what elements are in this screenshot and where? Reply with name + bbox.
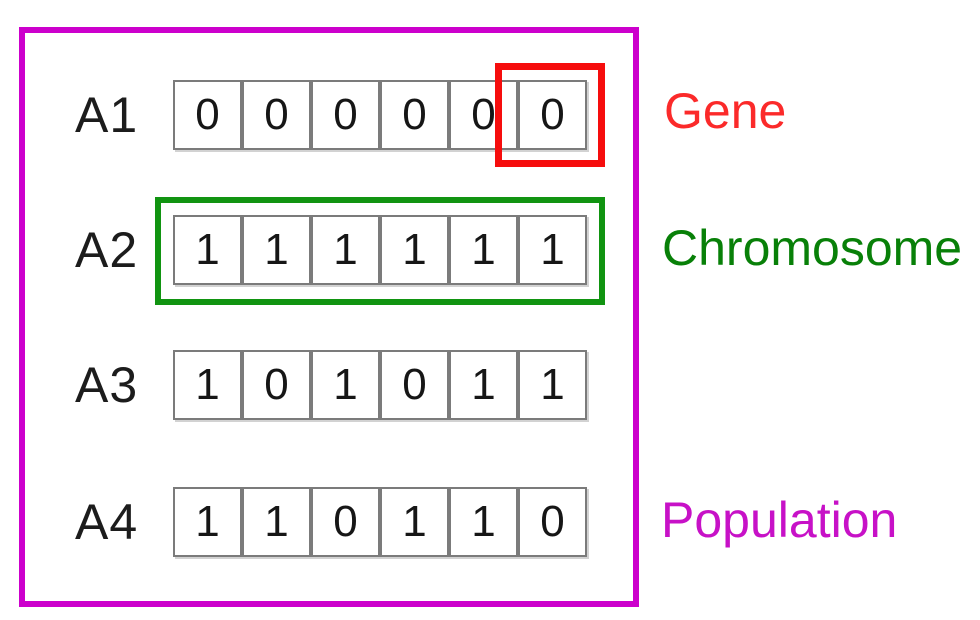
gene-cell-strip: 0 0 0 0 0 0 xyxy=(173,80,587,150)
gene-cell: 1 xyxy=(173,350,242,420)
gene-value: 1 xyxy=(195,360,220,409)
gene-value: 0 xyxy=(402,90,427,139)
gene-cell: 1 xyxy=(311,350,380,420)
gene-cell: 0 xyxy=(242,80,311,150)
gene-cell-strip: 1 1 1 1 1 1 xyxy=(173,215,587,285)
gene-value: 1 xyxy=(333,360,358,409)
gene-value: 1 xyxy=(333,225,358,274)
gene-cell: 1 xyxy=(173,487,242,557)
gene-cell: 1 xyxy=(449,215,518,285)
row-label-a3: A3 xyxy=(75,357,139,413)
gene-value: 1 xyxy=(540,360,565,409)
gene-cell: 0 xyxy=(311,80,380,150)
gene-value: 1 xyxy=(471,497,496,546)
gene-cell-strip: 1 1 0 1 1 0 xyxy=(173,487,587,557)
gene-cell: 0 xyxy=(380,80,449,150)
gene-cell: 0 xyxy=(173,80,242,150)
gene-cell: 1 xyxy=(380,487,449,557)
gene-value: 1 xyxy=(402,225,427,274)
gene-cell: 0 xyxy=(242,350,311,420)
row-label-a4: A4 xyxy=(75,494,139,550)
individual-row-a4: A4 1 1 0 1 1 0 xyxy=(75,487,587,557)
gene-cell: 1 xyxy=(449,350,518,420)
gene-value: 1 xyxy=(264,225,289,274)
gene-outline-box xyxy=(495,63,605,167)
individual-row-a1: A1 0 0 0 0 0 0 xyxy=(75,80,587,150)
gene-value: 1 xyxy=(195,225,220,274)
row-label-a2: A2 xyxy=(75,222,139,278)
gene-value: 1 xyxy=(264,497,289,546)
gene-cell: 1 xyxy=(518,350,587,420)
gene-cell: 1 xyxy=(380,215,449,285)
individual-row-a3: A3 1 0 1 0 1 1 xyxy=(75,350,587,420)
gene-cell: 1 xyxy=(173,215,242,285)
gene-cell: 0 xyxy=(380,350,449,420)
row-label-a1: A1 xyxy=(75,87,139,143)
individual-row-a2: A2 1 1 1 1 1 1 xyxy=(75,215,587,285)
gene-value: 0 xyxy=(402,360,427,409)
gene-value: 0 xyxy=(264,90,289,139)
gene-value: 0 xyxy=(333,90,358,139)
gene-cell: 1 xyxy=(242,215,311,285)
gene-value: 1 xyxy=(540,225,565,274)
gene-cell-strip: 1 0 1 0 1 1 xyxy=(173,350,587,420)
gene-value: 0 xyxy=(471,90,496,139)
population-label: Population xyxy=(661,492,898,548)
population-outline-box xyxy=(19,27,639,607)
gene-value: 0 xyxy=(540,90,565,139)
chromosome-outline-box xyxy=(155,197,605,305)
gene-value: 1 xyxy=(471,225,496,274)
gene-value: 0 xyxy=(264,360,289,409)
gene-value: 1 xyxy=(402,497,427,546)
gene-cell: 0 xyxy=(518,80,587,150)
gene-cell: 1 xyxy=(311,215,380,285)
chromosome-label: Chromosome xyxy=(662,220,963,276)
gene-cell: 1 xyxy=(242,487,311,557)
gene-value: 0 xyxy=(333,497,358,546)
gene-cell: 0 xyxy=(311,487,380,557)
gene-value: 1 xyxy=(471,360,496,409)
gene-value: 0 xyxy=(195,90,220,139)
gene-cell: 0 xyxy=(518,487,587,557)
gene-value: 1 xyxy=(195,497,220,546)
gene-cell: 0 xyxy=(449,80,518,150)
gene-label: Gene xyxy=(664,83,787,139)
gene-value: 0 xyxy=(540,497,565,546)
gene-cell: 1 xyxy=(449,487,518,557)
gene-cell: 1 xyxy=(518,215,587,285)
